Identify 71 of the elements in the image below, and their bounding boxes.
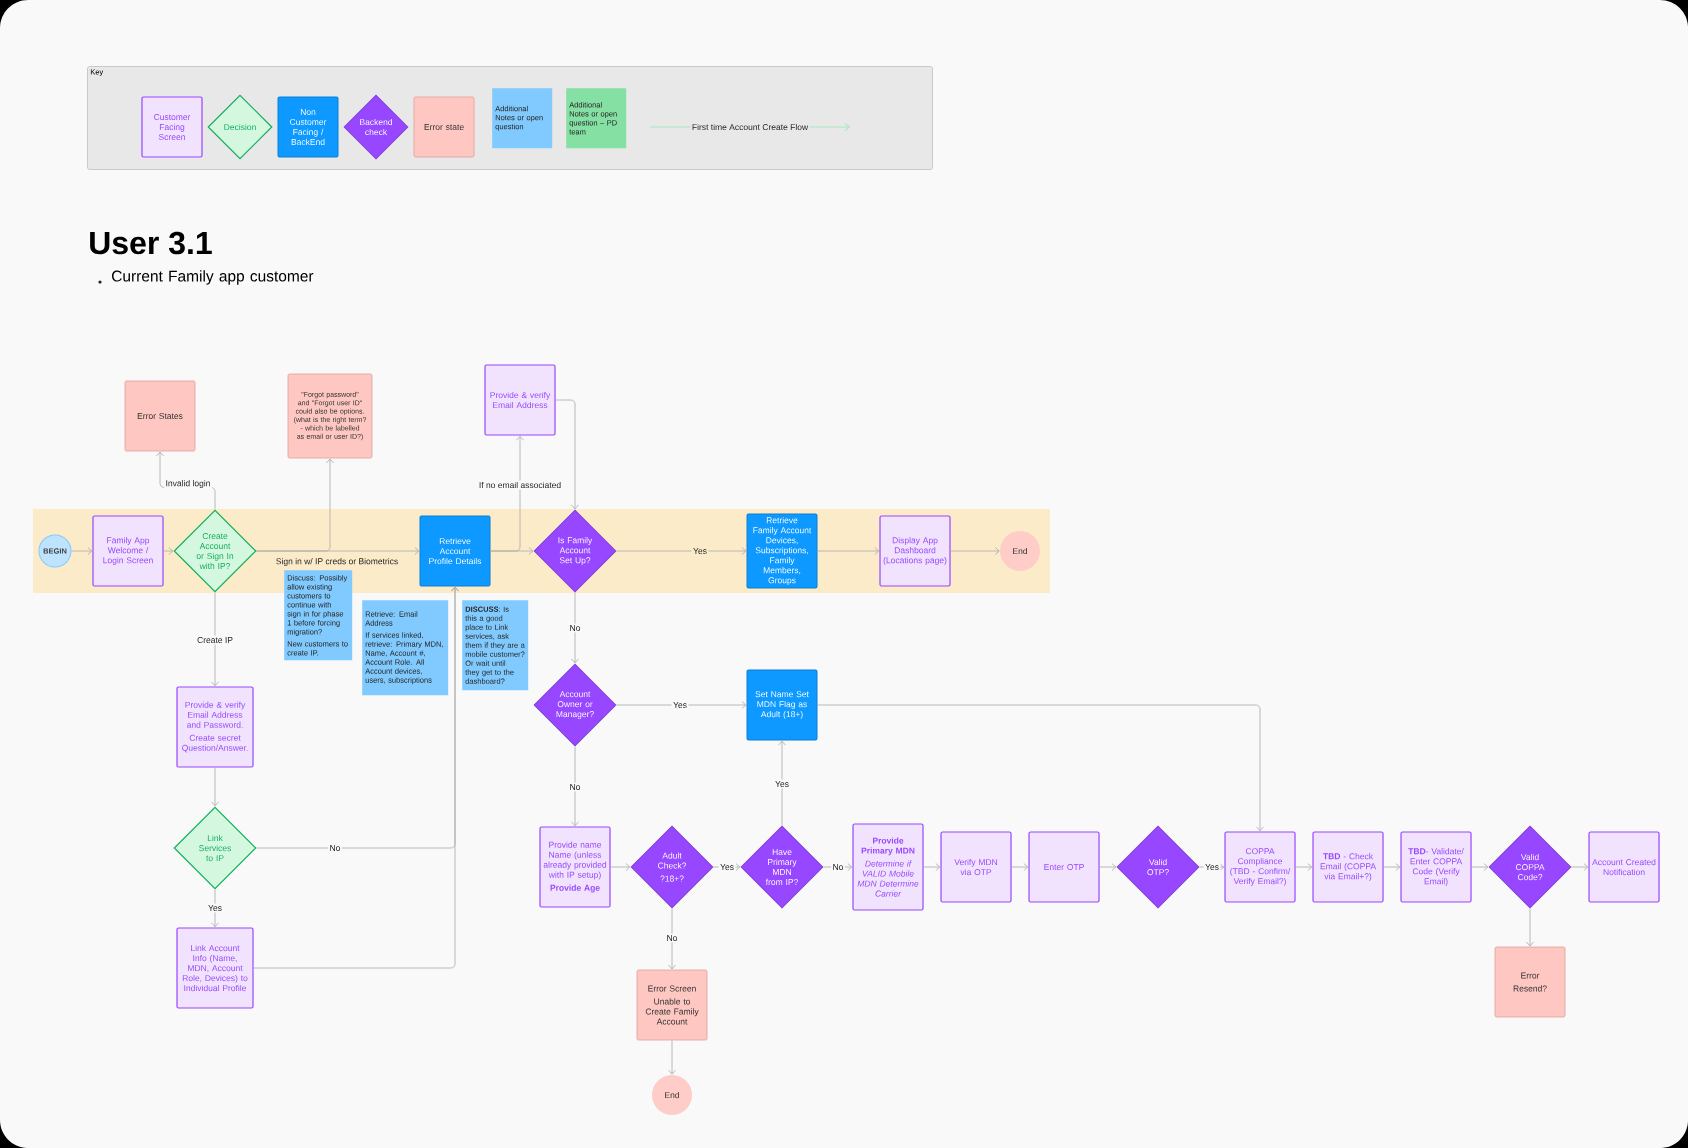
arrow (211, 889, 219, 928)
edge-label: No (568, 623, 582, 633)
process-box: Set Name Set MDN Flag as Adult (18+) (746, 669, 818, 741)
error-box: Error Screen Unable to Create Family Account (636, 969, 708, 1041)
screen-box: TBD- Validate/ Enter COPPA Code (Verify Email) (1400, 831, 1472, 903)
arrow (555, 399, 579, 510)
screen-box: Verify MDN via OTP (940, 831, 1012, 903)
arrow (1099, 863, 1117, 871)
edge-label: Invalid login (164, 478, 212, 490)
process-box: Non Customer Facing / BackEnd (277, 96, 339, 158)
arrow (1383, 863, 1401, 871)
arrow (211, 592, 219, 687)
screen-box: Family App Welcome / Login Screen (92, 515, 164, 587)
process-box: Retrieve Account Profile Details (419, 515, 491, 587)
arrow (571, 746, 579, 827)
screen-box: COPPA Compliance (TBD - Confirm/ Verify Email?) (1224, 831, 1296, 903)
arrow (1295, 863, 1313, 871)
edge-label: Sign in w/ IP creds or Biometrics (274, 556, 400, 568)
screen-box: TBD - Check Email (COPPA via Email+?) (1312, 831, 1384, 903)
arrow (713, 863, 741, 871)
screen-box: Enter OTP (1028, 831, 1100, 903)
arrow (817, 704, 1264, 832)
arrow (668, 908, 676, 970)
edge-label: No (568, 782, 582, 792)
arrow (1471, 863, 1489, 871)
process-box: Retrieve Family Account Devices, Subscriptions, Family Members, Groups (746, 513, 818, 589)
edge-label: No (328, 843, 342, 853)
edge-label: No (665, 933, 679, 943)
error-box: Error States (124, 380, 196, 452)
bullet-text: Current Family app customer (112, 270, 314, 285)
edge-label: Yes (206, 903, 224, 913)
arrow (71, 547, 93, 555)
screen-box: Display App Dashboard (Locations page) (879, 515, 951, 587)
arrow (610, 863, 631, 871)
edge-label: Yes (671, 700, 689, 710)
arrow (817, 547, 880, 555)
arrow (668, 1040, 676, 1075)
arrow (1199, 863, 1225, 871)
edge-label: Yes (773, 779, 791, 789)
arrow (256, 458, 334, 552)
screen-box: Link Account Info (Name, MDN, Account Role, Devices) to Individual Profile (176, 927, 254, 1009)
arrow (616, 701, 747, 709)
arrow (253, 586, 459, 969)
arrow (211, 767, 219, 807)
screen-box: Account Created Notification (1588, 831, 1660, 903)
arrow (163, 547, 174, 555)
edge-label: No (831, 862, 845, 872)
screen-box: Provide & verify Email Address (484, 364, 556, 436)
edge-label: Create IP (195, 635, 235, 645)
edge-label: Yes (1203, 862, 1221, 872)
legend-text: First time Account Create Flow (690, 122, 810, 132)
arrow (778, 740, 786, 826)
arrow (616, 547, 747, 555)
arrow (490, 435, 524, 552)
title: User 3.1 (90, 231, 212, 255)
arrow (950, 547, 1000, 555)
screen-box: Provide Primary MDN Determine if VALID Mobile MDN Determine Carrier (852, 823, 924, 911)
arrow (1011, 863, 1029, 871)
edge-label: Yes (718, 862, 736, 872)
arrow (1526, 908, 1534, 947)
edge-label: If no email associated (477, 480, 563, 490)
screen-box: Provide & verify Email Address and Password. Create secret Question/Answer. (176, 686, 254, 768)
arrow (1571, 863, 1589, 871)
edge-label: Yes (691, 546, 709, 556)
error-box: Error state (413, 96, 475, 158)
screen-box: Provide name Name (unless already provided with IP setup) Provide Age (539, 826, 611, 908)
arrow (923, 863, 941, 871)
screen-box: Customer Facing Screen (141, 96, 203, 158)
arrow (823, 863, 853, 871)
arrow (571, 592, 579, 664)
error-box: Error Resend? (1494, 946, 1566, 1018)
